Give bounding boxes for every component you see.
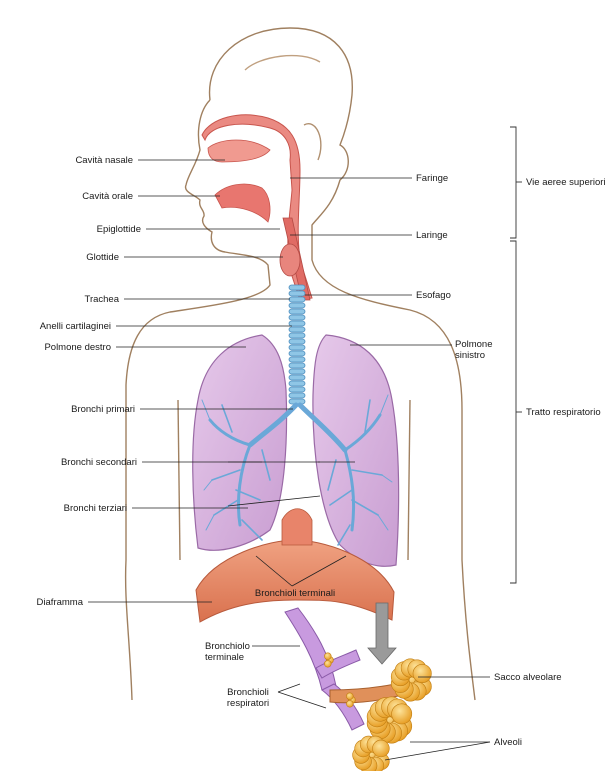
trachea-ring (289, 321, 305, 326)
label-bronchioli-respiratori: Bronchioli respiratori (218, 687, 278, 709)
label-anelli-cartilaginei: Anelli cartilaginei (10, 321, 111, 332)
alveolus (346, 693, 353, 700)
label-bronchi-terziari: Bronchi terziari (20, 503, 127, 514)
trachea-ring (289, 363, 305, 368)
label-faringe: Faringe (416, 173, 448, 184)
alveolus (346, 700, 353, 707)
trachea-ring (289, 297, 305, 302)
trachea-ring (289, 291, 305, 296)
alveolus (324, 653, 331, 660)
upper-airway (202, 115, 312, 300)
trachea-ring (289, 315, 305, 320)
label-bronchi-primari: Bronchi primari (30, 404, 135, 415)
trachea-ring (289, 333, 305, 338)
label-polmone-sinistro: Polmone sinistro (455, 339, 493, 361)
trachea-ring (289, 351, 305, 356)
trachea-rings (289, 285, 305, 404)
trachea-ring (289, 309, 305, 314)
trachea-ring (289, 393, 305, 398)
trachea-ring (289, 357, 305, 362)
trachea-ring (289, 339, 305, 344)
left-lung (313, 335, 399, 566)
trachea-ring (289, 303, 305, 308)
group-brackets (510, 127, 522, 583)
trachea-ring (289, 345, 305, 350)
trachea-ring (289, 285, 305, 290)
label-bronchiolo-terminale: Bronchiolo terminale (205, 641, 250, 663)
label-alveoli: Alveoli (494, 737, 522, 748)
alveolus (373, 740, 390, 757)
trachea-ring (289, 369, 305, 374)
trachea-ring (289, 327, 305, 332)
group-vie-aeree-superiori: Vie aeree superiori (526, 177, 606, 188)
group-tratto-respiratorio: Tratto respiratorio (526, 407, 601, 418)
label-cavita-orale: Cavità orale (40, 191, 133, 202)
label-esofago: Esofago (416, 290, 451, 301)
trachea-ring (289, 387, 305, 392)
label-polmone-destro: Polmone destro (10, 342, 111, 353)
label-laringe: Laringe (416, 230, 448, 241)
label-bronchioli-terminali: Bronchioli terminali (240, 588, 350, 599)
trachea-ring (289, 375, 305, 380)
label-glottide: Glottide (40, 252, 119, 263)
alveoli-clusters (324, 653, 431, 771)
alveolus (392, 704, 412, 724)
trachea-ring (289, 381, 305, 386)
label-diaframma: Diaframma (10, 597, 83, 608)
label-bronchi-secondari: Bronchi secondari (20, 457, 137, 468)
alveolus (324, 660, 331, 667)
label-trachea: Trachea (40, 294, 119, 305)
label-cavita-nasale: Cavità nasale (40, 155, 133, 166)
label-sacco-alveolare: Sacco alveolare (494, 672, 562, 683)
alveolus (413, 664, 431, 682)
label-epiglottide: Epiglottide (40, 224, 141, 235)
